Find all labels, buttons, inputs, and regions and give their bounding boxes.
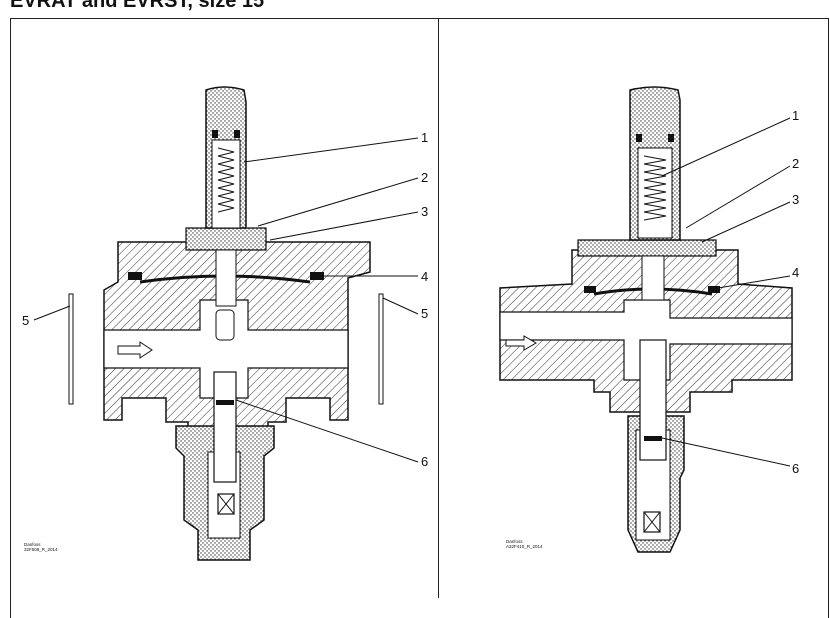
right-callout-2: 2 [792,156,799,171]
left-flow-channel [103,299,349,399]
valve-drawings: 1 2 3 4 5 5 6 Danfoss 32F508_R_2014 [22,86,799,561]
left-gasket-left [68,293,74,405]
right-seal-right [708,286,720,293]
right-armature-nut [577,239,717,257]
right-stem [641,255,665,301]
right-drawing-code-1: Danfoss [506,539,523,544]
right-callout-4: 4 [792,265,799,280]
left-seal-right [310,272,324,280]
right-callout-3: 3 [792,192,799,207]
right-leader-lines [661,117,791,467]
left-callout-6: 6 [421,454,428,469]
panel-divider [438,18,439,598]
left-callout-5b: 5 [421,306,428,321]
left-callout-5a: 5 [22,313,29,328]
left-seal-left [128,272,142,280]
figure-title: EVRAT and EVRST, size 15 [10,0,265,12]
right-seal-left [584,286,596,293]
right-callout-1: 1 [792,108,799,123]
left-valve-drawing: 1 2 3 4 5 5 6 Danfoss 32F508_R_2014 [22,86,428,561]
right-flow-arrow [505,335,537,351]
right-drawing-code-2: A32F410_R_2014 [506,544,543,549]
left-callout-2: 2 [421,170,428,185]
left-armature-nut [185,227,267,251]
left-spring [217,147,235,213]
left-stem [215,249,237,307]
left-drawing-code-2: 32F508_R_2014 [24,547,58,552]
figure-frame [10,18,829,618]
left-callout-1: 1 [421,130,428,145]
right-spring [643,155,667,221]
left-drawing-code-1: Danfoss [24,542,41,547]
right-callout-6: 6 [792,461,799,476]
left-callout-3: 3 [421,204,428,219]
left-callout-4: 4 [421,269,428,284]
left-flow-arrow [117,341,153,359]
left-gasket-right [378,293,384,405]
right-valve-drawing: 1 2 3 4 6 Danfoss A32F410_R_2014 [499,86,799,553]
left-leader-lines [33,137,419,463]
